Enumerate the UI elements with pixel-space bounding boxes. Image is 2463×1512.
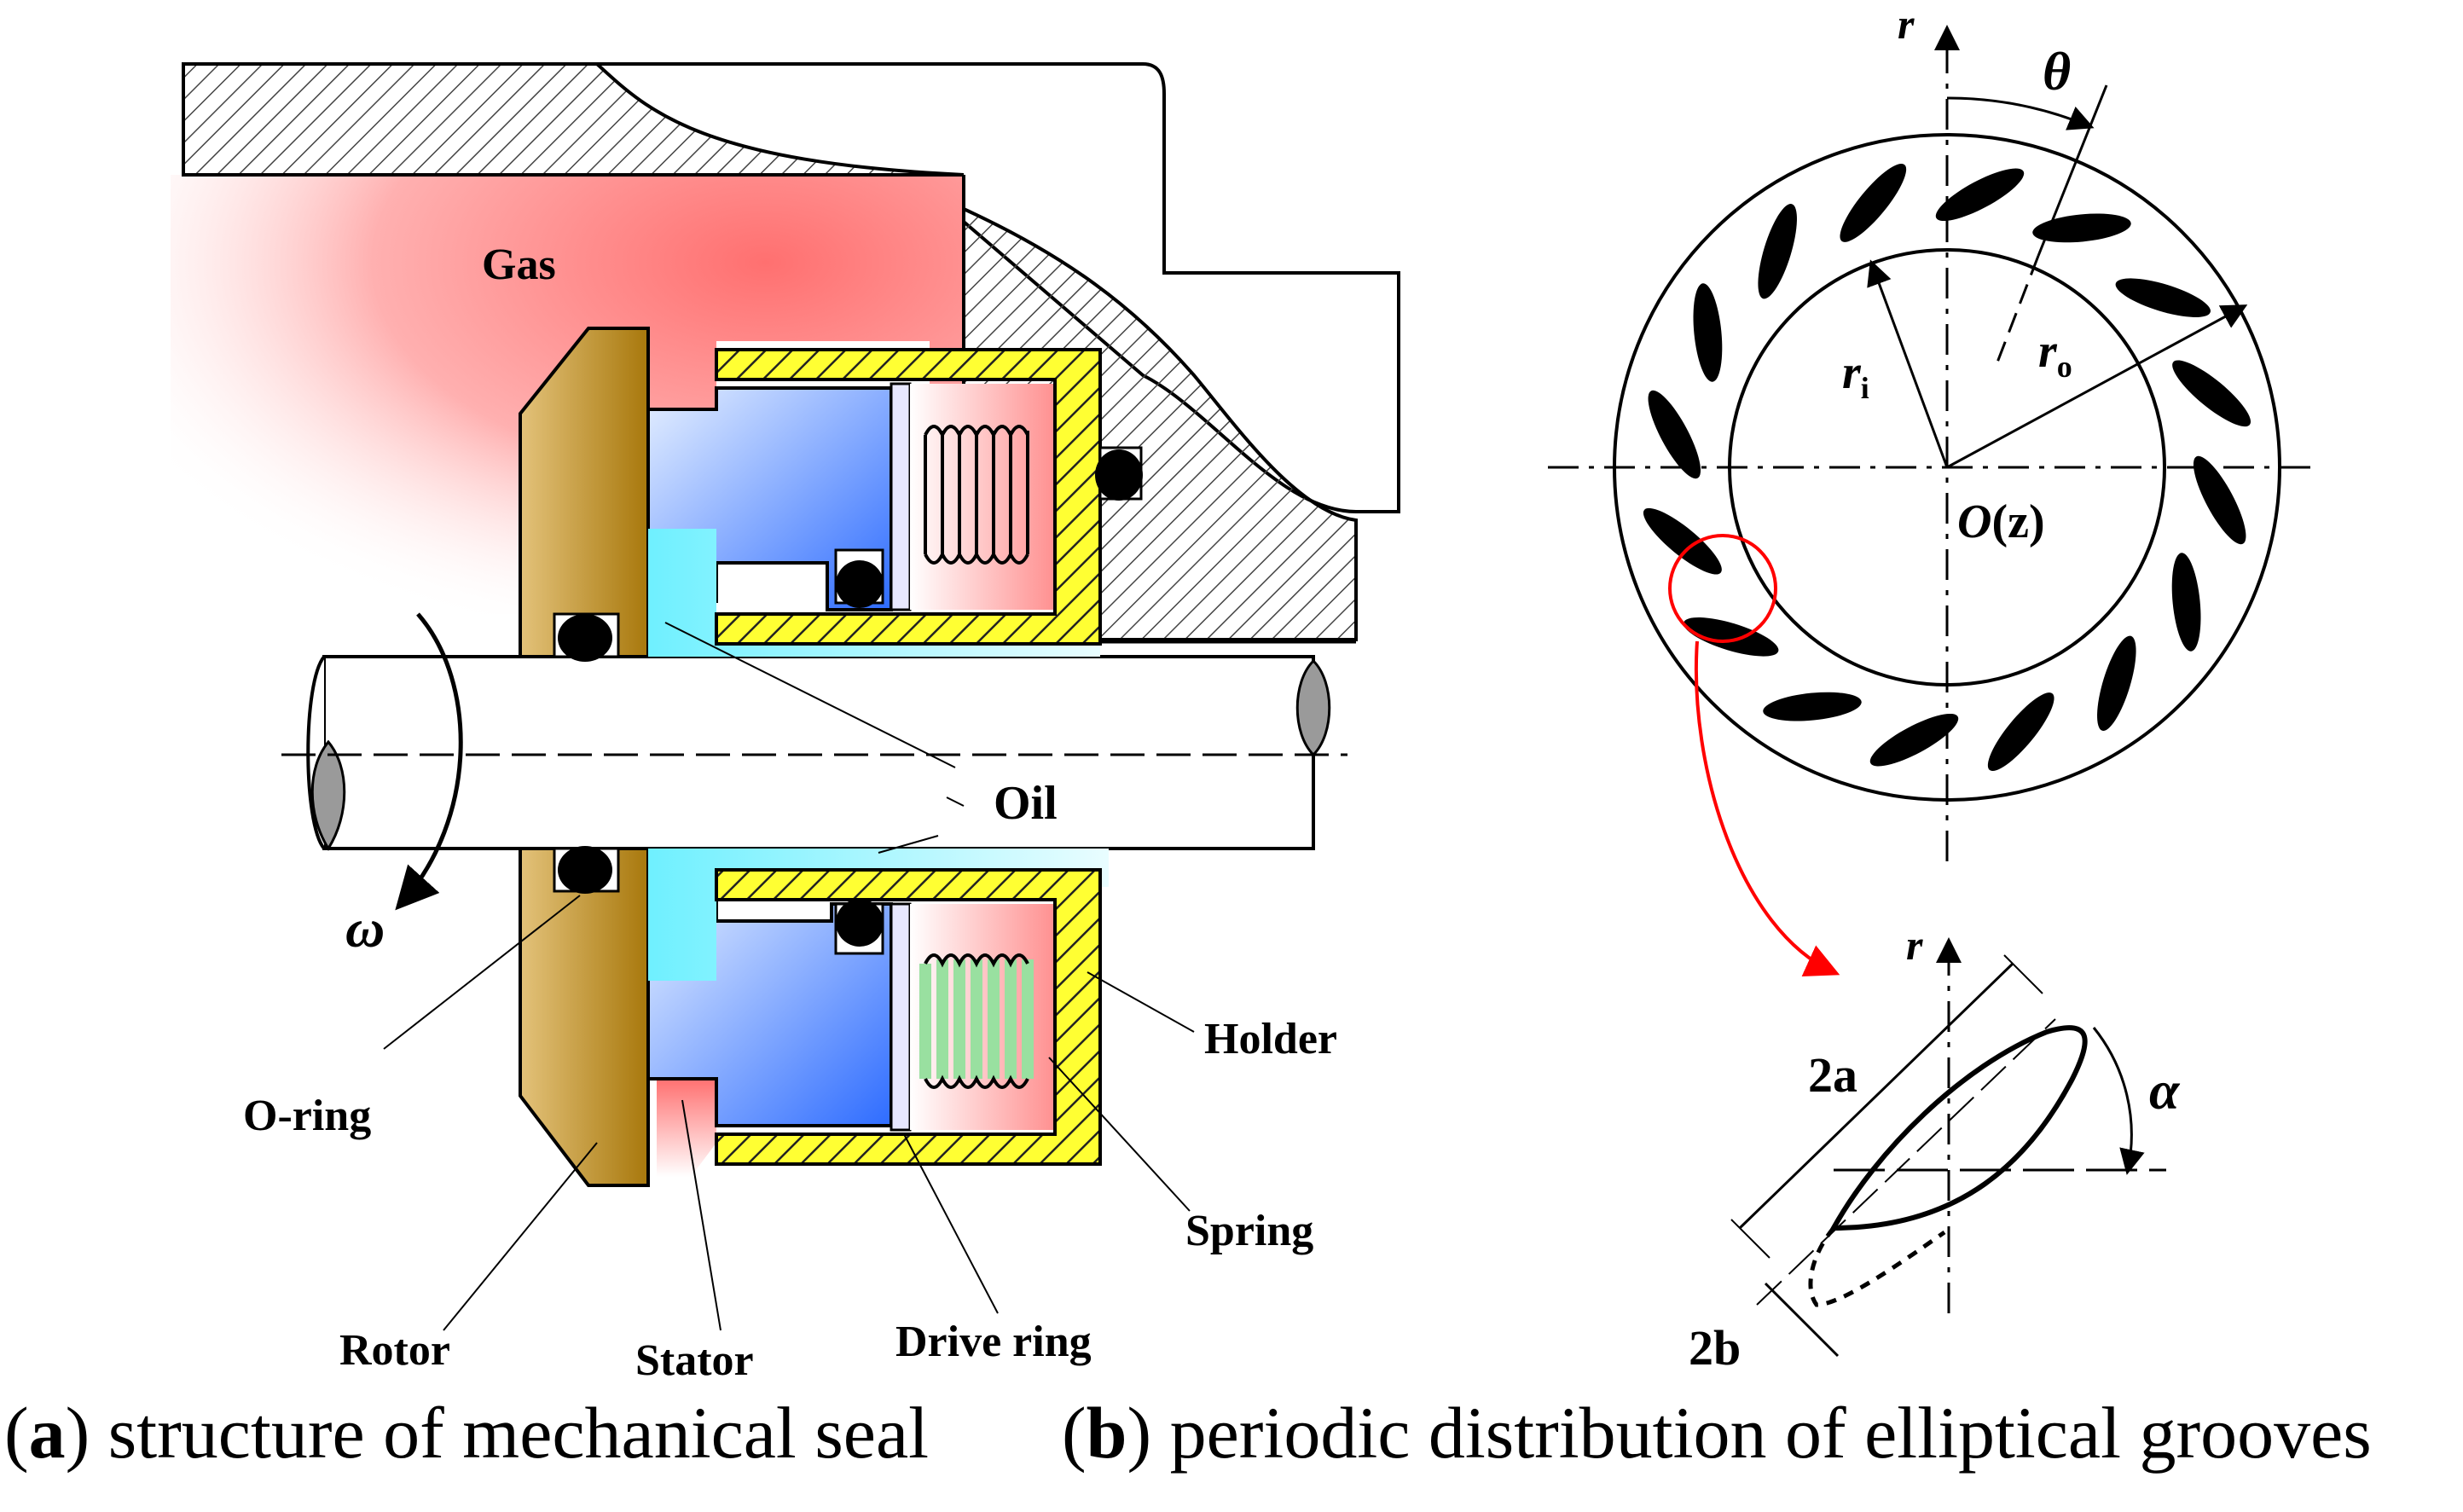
label-oil: Oil — [994, 777, 1058, 830]
caption-a-letter: a — [28, 1392, 66, 1474]
label-stator: Stator — [635, 1336, 754, 1385]
panel-b: r θ ri ro O(z) r — [1548, 0, 2320, 1376]
r-outer-arrow — [1946, 304, 2248, 469]
label-rotor: Rotor — [339, 1326, 450, 1375]
label-2a: 2a — [1808, 1047, 1857, 1103]
groove — [2115, 278, 2211, 317]
groove — [2097, 635, 2136, 731]
o-ring-upper — [558, 614, 612, 662]
spring-upper — [924, 425, 1029, 565]
caption-a: (a) structure of mechanical seal — [4, 1392, 930, 1474]
leader-lines — [383, 622, 1195, 1331]
groove — [1693, 283, 1723, 382]
shaft-end-left — [310, 739, 346, 851]
label-omega: ω — [345, 898, 385, 959]
groove — [2171, 553, 2201, 652]
caption-b: (b) periodic distribution of elliptical … — [1062, 1392, 2372, 1474]
caption-a-text: structure of mechanical seal — [107, 1392, 930, 1474]
label-holder: Holder — [1204, 1015, 1337, 1063]
label-r-i: ri — [1842, 346, 1869, 405]
label-alpha: α — [2149, 1060, 2181, 1121]
highlight-arrow — [1694, 640, 1840, 976]
groove — [1648, 390, 1701, 479]
holder-lower — [715, 868, 1102, 1166]
rotation-arrow — [395, 612, 463, 911]
outer-ring — [1613, 133, 2281, 802]
label-origin: O(z) — [1957, 495, 2045, 548]
groove — [2172, 360, 2251, 427]
label-spring: Spring — [1185, 1207, 1313, 1255]
label-r-o: ro — [2038, 325, 2072, 384]
groove-detail: r 2a 2b α — [1689, 921, 2181, 1376]
label-drive-ring: Drive ring — [895, 1318, 1092, 1366]
spring-lower — [919, 953, 1034, 1089]
panel-a: Gas Oil ω O-ring Rotor Stator Drive ring… — [171, 62, 1400, 1385]
caption-b-letter: b — [1086, 1392, 1127, 1474]
groove — [2193, 455, 2246, 545]
label-theta: θ — [2043, 41, 2071, 101]
groove — [1935, 168, 2025, 222]
inner-ring — [1728, 248, 2166, 686]
label-r-detail: r — [1906, 921, 1923, 969]
highlight-circle — [1668, 534, 1777, 643]
rotor-lower — [519, 847, 650, 1187]
label-gas: Gas — [482, 240, 556, 289]
groove — [1840, 163, 1907, 242]
drive-ring-upper — [890, 382, 912, 611]
groove — [1763, 692, 1862, 721]
housing-right — [962, 206, 1358, 641]
groove — [1684, 617, 1779, 657]
groove — [1987, 692, 2054, 772]
elliptical-grooves — [1643, 163, 2251, 772]
theta-arc — [1946, 96, 2095, 130]
groove — [1758, 204, 1797, 299]
housing-top — [182, 62, 965, 177]
groove — [1643, 507, 1722, 575]
label-o-ring: O-ring — [243, 1092, 371, 1140]
label-r-axis: r — [1898, 0, 1915, 48]
caption-b-text: periodic distribution of elliptical groo… — [1169, 1392, 2372, 1474]
drive-ring-lower — [890, 902, 912, 1132]
r-inner-arrow — [1867, 259, 1949, 468]
shaft — [322, 655, 1315, 850]
groove — [1869, 713, 1959, 767]
label-2b: 2b — [1689, 1320, 1741, 1376]
o-ring-lower — [558, 846, 612, 894]
groove — [2032, 213, 2131, 243]
